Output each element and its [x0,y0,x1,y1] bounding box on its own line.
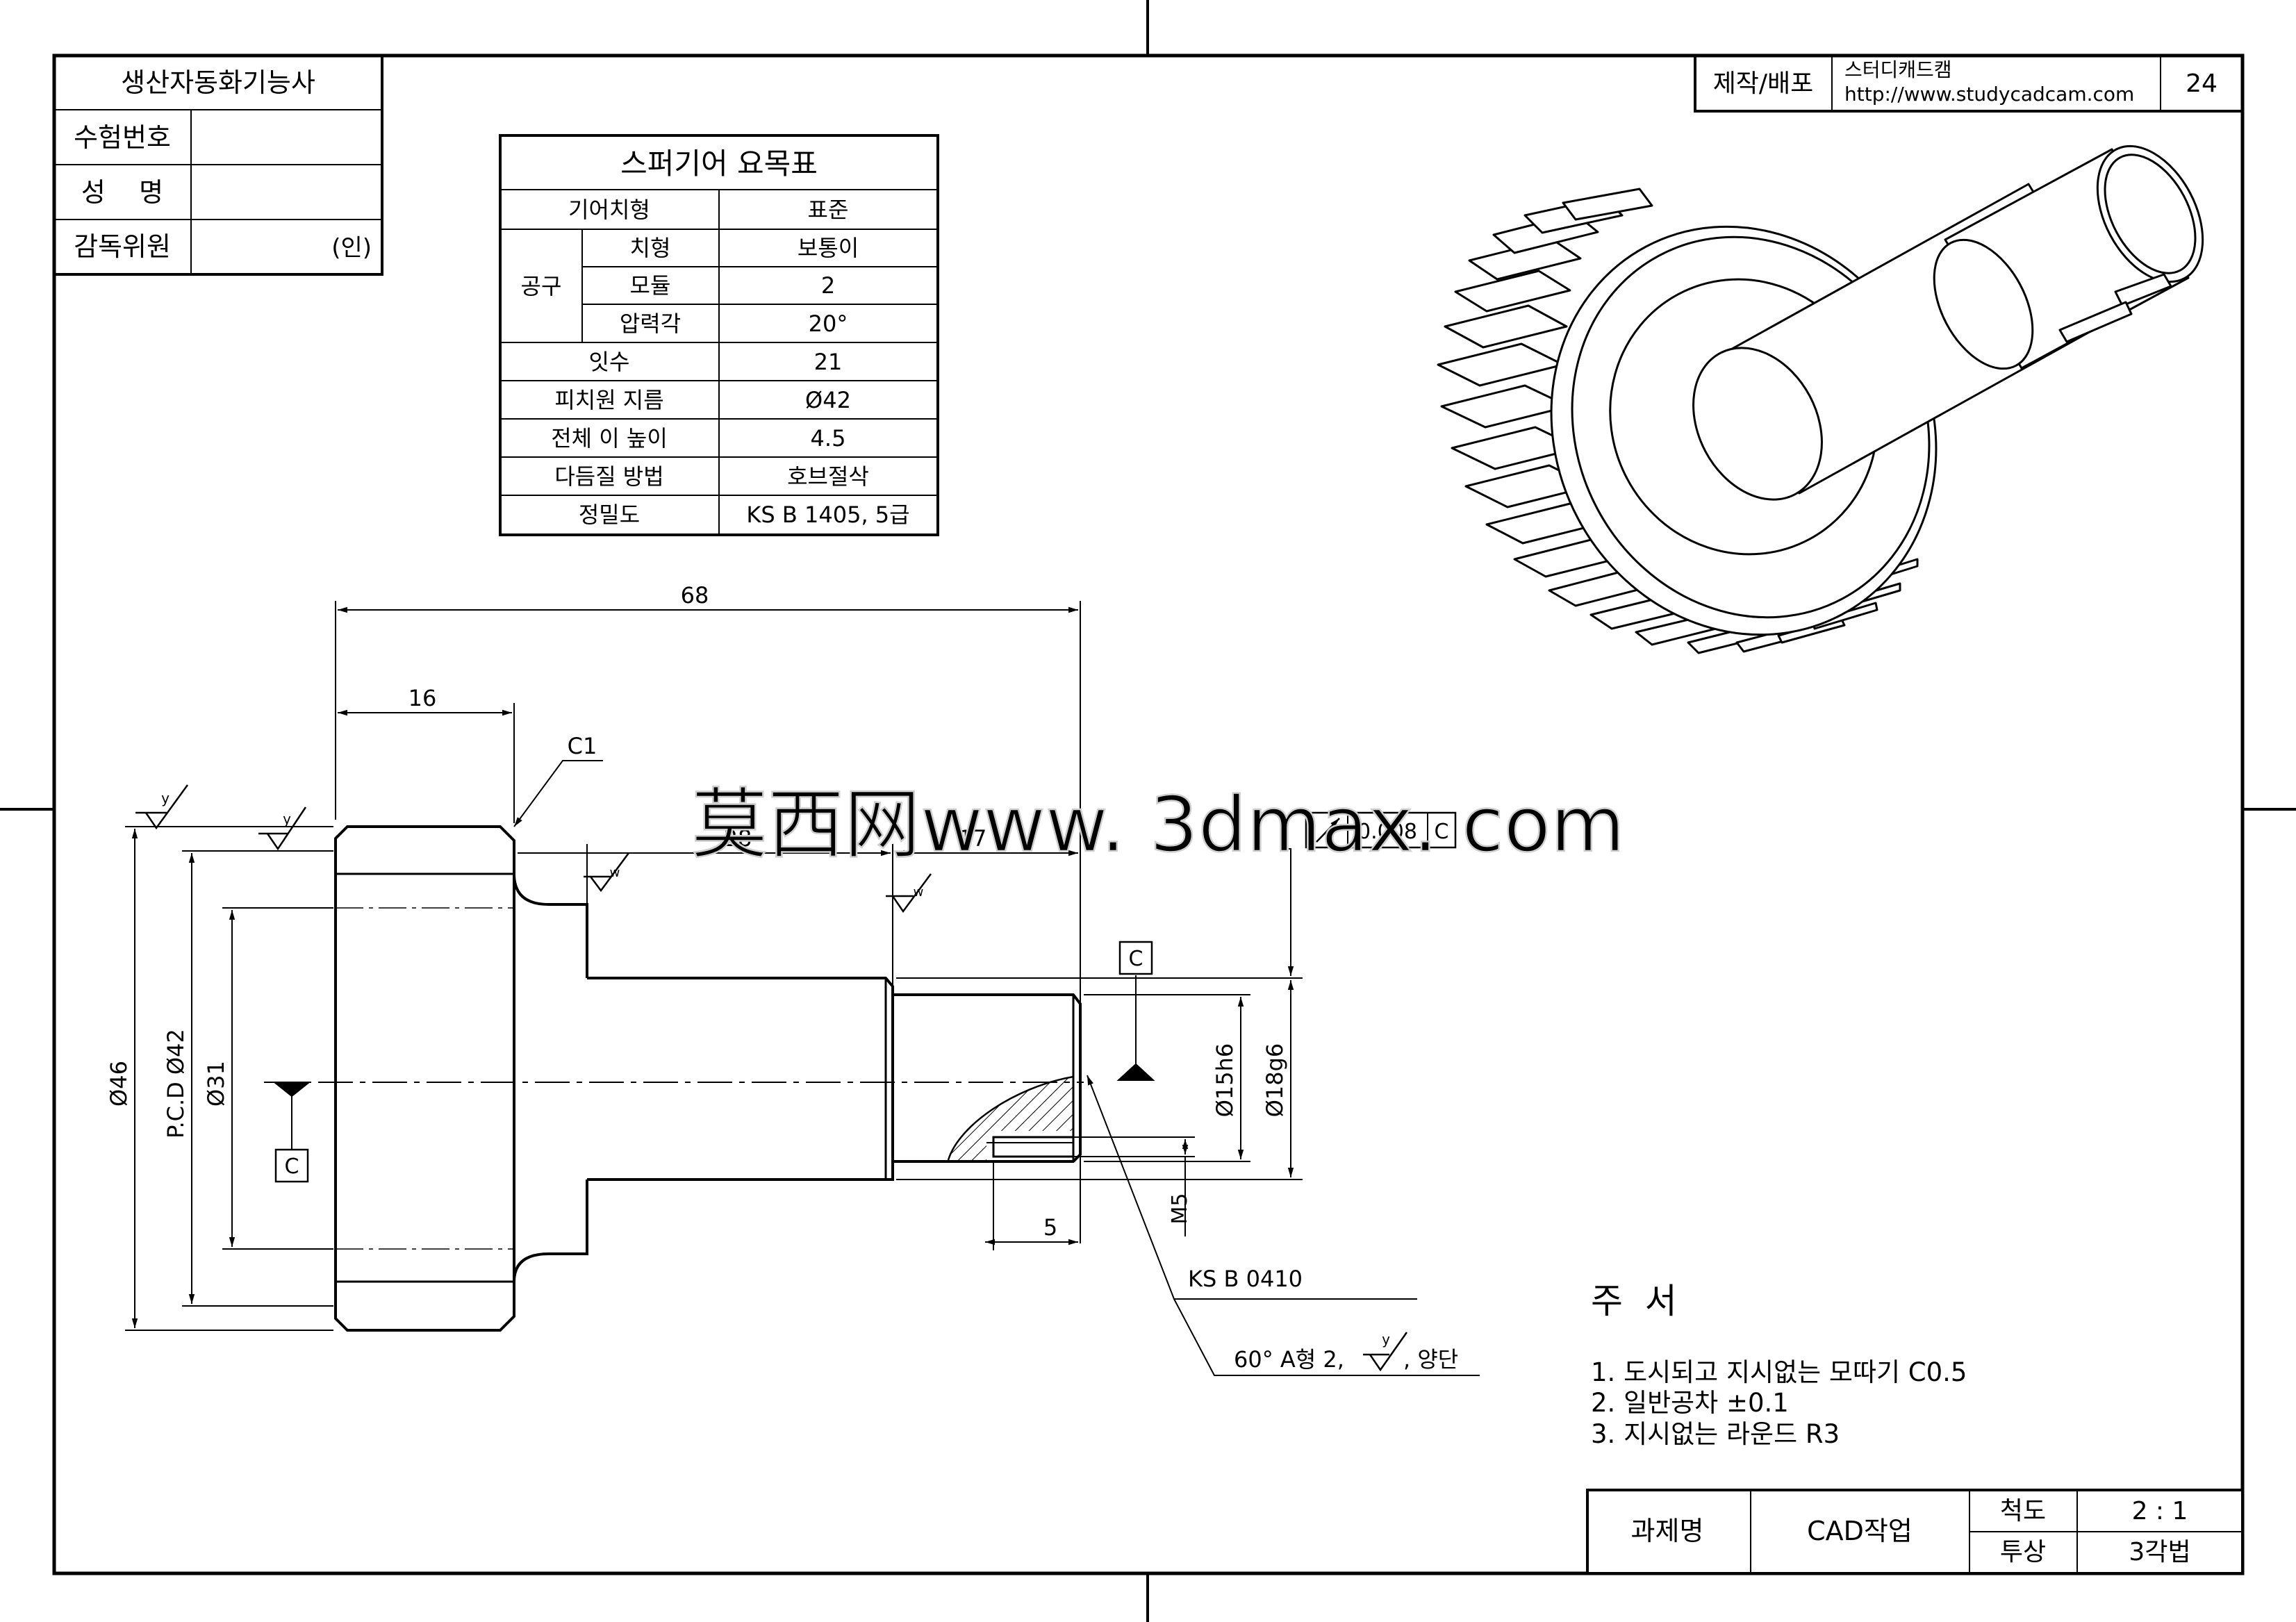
gear-label-tooth-depth: 전체 이 높이 [551,425,668,452]
section-hatch [948,1077,1073,1160]
shaft-end-face-chamfer [2104,154,2197,274]
exam-info-box: 생산자동화기능사 수험번호 성 명 감독위원 (인) [53,54,383,276]
gear-value-pressure-angle: 20° [809,311,848,337]
datum-c-left: C [272,1082,311,1183]
gear-value-pitch-dia: Ø42 [805,387,851,413]
projection-label: 투상 [2000,1538,2046,1566]
keyseat-flat [2114,273,2172,307]
notes-block: 주 서 1. 도시되고 지시없는 모따기 C0.5 2. 일반공차 ±0.1 3… [1591,1281,1967,1449]
neck-lower-fillet [513,1180,588,1282]
scale-value: 2 : 1 [2132,1497,2188,1525]
exam-seal-mark: (인) [331,234,372,262]
projection-value: 3각법 [2129,1538,2190,1566]
exam-label-supervisor: 감독위원 [74,231,171,262]
runout-tolerance-frame: 0.008 C [1305,811,1457,849]
roughness-w-icon-1 [584,852,630,893]
dim-gear-width: 16 [408,685,437,711]
exam-label-name: 성 명 [81,177,163,208]
gear-value-finish: 호브절삭 [787,463,869,490]
gear-value-profile: 표준 [808,197,849,223]
datum-c-right-label: C [1129,947,1143,971]
runout-symbol-icon [1316,818,1340,843]
dim-end-length: 17 [959,825,987,852]
gear-label-finish: 다듬질 방법 [554,463,663,490]
dim-end-diameter: Ø15h6 [1212,1043,1238,1118]
keyseat-slot [2058,301,2133,343]
runout-datum: C [1435,820,1449,844]
project-label: 과제명 [1631,1516,1704,1546]
roughness-letter-1: y [161,790,170,806]
gear-label-tooth-form: 치형 [630,235,671,261]
shaft-middle [587,977,894,1181]
roughness-y-icon-3 [1363,1332,1408,1372]
gear-label-profile: 기어치형 [568,197,650,223]
gear-label-module: 모듈 [630,272,671,299]
roughness-y-icon-2 [258,806,307,851]
roughness-letter-5: y [1382,1331,1390,1348]
roughness-letter-2: y [283,811,291,827]
surface-roughness-symbols [135,784,1408,1372]
note-item-1: 1. 도시되고 지시없는 모따기 C0.5 [1591,1357,1967,1387]
publisher-url: http://www.studycadcam.com [1844,83,2134,106]
neck-upper-fillet [513,873,588,978]
note-item-2: 2. 일반공차 ±0.1 [1591,1388,1789,1418]
gear-value-tooth-depth: 4.5 [811,425,846,452]
gear-data-table: 스퍼기어 요목표 공구 기어치형 표준 치형 보통이 모듈 2 압력각 20° … [499,134,939,536]
shaft-end-face [2096,144,2204,283]
note-item-3: 3. 지시없는 라운드 R3 [1591,1419,1840,1449]
datum-c-right: C [1116,941,1155,1081]
roughness-y-icon-1 [135,784,189,830]
gear-table-group-tool: 공구 [521,273,562,299]
roughness-w-icon-2 [886,873,932,913]
project-value: CAD작업 [1807,1516,1913,1546]
center-hole-standard: KS B 0410 [1188,1266,1303,1292]
threaded-hole [992,1136,1075,1158]
gear-body-outline [334,825,515,1332]
gear-shaft-front-view [264,825,1084,1332]
exam-label-number: 수험번호 [74,122,171,153]
roughness-letters: y y w w y [161,790,1390,1348]
gear-value-accuracy: KS B 1405, 5급 [746,502,909,528]
scale-label: 척도 [2000,1497,2046,1525]
dim-root-diameter: Ø31 [203,1061,229,1107]
gear-value-tooth-form: 보통이 [798,235,859,261]
dim-pitch-diameter: P.C.D Ø42 [163,1029,189,1139]
shaft-collar-ring [1692,347,1823,501]
center-hole-spec: 60° A형 2, [1234,1346,1344,1373]
title-block: 과제명 CAD작업 척도 2 : 1 투상 3각법 [1586,1489,2244,1575]
shaft-step-face [1933,238,2034,370]
gear-shaft-isometric-view [1437,144,2204,654]
gear-table-title: 스퍼기어 요목표 [620,147,818,181]
gear-label-accuracy: 정밀도 [579,502,640,528]
dim-outer-diameter: Ø46 [106,1061,132,1107]
gear-value-module: 2 [821,272,835,299]
center-hole-suffix: , 양단 [1403,1346,1458,1373]
gear-value-teeth: 21 [814,349,843,375]
runout-value: 0.008 [1357,820,1417,844]
roughness-letter-3: w [610,866,620,880]
dim-shaft-length: 28 [724,825,752,852]
dim-keyseat-length: 5 [1043,1214,1057,1241]
dim-overall-length: 68 [681,582,709,609]
dimension-lines [125,601,1480,1376]
notes-heading: 주 서 [1591,1281,1677,1321]
dim-shaft-diameter: Ø18g6 [1262,1043,1288,1118]
gear-label-pressure-angle: 압력각 [620,311,681,337]
roughness-letter-4: w [914,885,924,900]
publisher-label: 제작/배포 [1713,69,1814,98]
dim-chamfer: C1 [568,733,597,759]
sheet-number: 24 [2186,69,2217,98]
gear-label-pitch-dia: 피치원 지름 [554,387,663,413]
gear-label-teeth: 잇수 [589,349,630,375]
dimension-texts: 68 16 C1 28 17 5 Ø46 P.C.D Ø42 Ø31 Ø15h6… [106,582,1458,1373]
exam-title: 생산자동화기능사 [121,67,315,98]
publisher-name: 스터디캐드캠 [1844,58,1952,81]
datum-c-left-label: C [285,1155,299,1179]
watermark: 莫西网www. 3dmax. com [691,780,1625,869]
dim-thread: M5 [1168,1193,1192,1225]
publisher-box: 제작/배포 스터디캐드캠 http://www.studycadcam.com … [1694,54,2244,113]
